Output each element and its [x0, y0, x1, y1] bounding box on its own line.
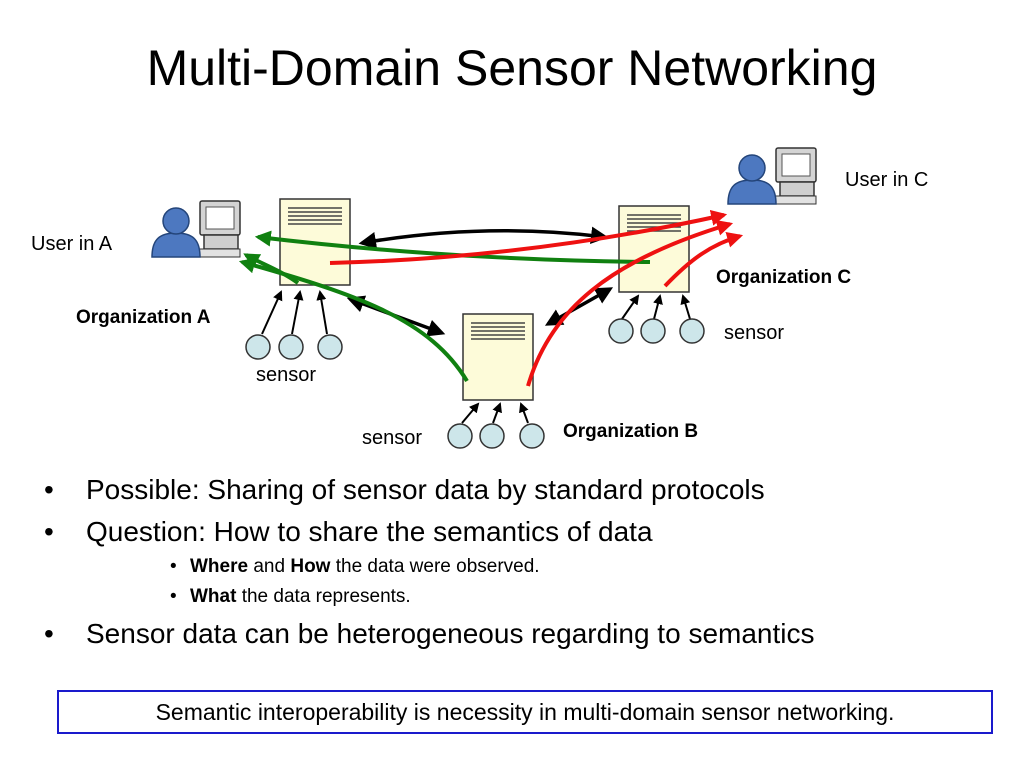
sub-bullet-text: and — [248, 556, 291, 577]
bullet-list: Possible: Sharing of sensor data by stan… — [40, 472, 1000, 658]
sensor-c-label: sensor — [724, 322, 785, 344]
bullet-text: Sensor data can be heterogeneous regardi… — [86, 618, 815, 649]
flow-a-to-user-c — [329, 209, 728, 265]
sensor-c3 — [679, 318, 705, 344]
server-organization-b — [462, 313, 534, 401]
emphasis-how: How — [290, 556, 331, 577]
server-organization-c — [618, 205, 690, 293]
organization-c-label: Organization C — [716, 267, 852, 288]
flow-b-to-user-c — [526, 220, 734, 387]
sensor-a3 — [317, 334, 343, 360]
sub-bullet-item: Where and How the data were observed. — [168, 554, 1000, 580]
link-a-c — [358, 226, 609, 250]
sensor-a1 — [245, 334, 271, 360]
emphasis-what: What — [190, 586, 237, 607]
sub-bullet-list: Where and How the data were observed. Wh… — [86, 554, 1000, 610]
sensor-a-label: sensor — [256, 364, 317, 386]
summary-box: Semantic interoperability is necessity i… — [57, 690, 993, 734]
emphasis-where: Where — [190, 556, 249, 577]
sensor-b2 — [479, 423, 505, 449]
user-c-icon — [727, 147, 817, 205]
organization-b-label: Organization B — [563, 421, 699, 442]
sub-bullet-text: the data were observed. — [330, 556, 540, 577]
sensor-group-b — [447, 402, 545, 449]
flow-a-to-user-a — [243, 253, 300, 285]
flow-c-to-user-c — [663, 232, 744, 288]
sensor-b1 — [447, 423, 473, 449]
link-b-c — [544, 287, 614, 326]
user-a-icon — [151, 200, 241, 258]
sub-bullet-text: the data represents. — [236, 586, 411, 607]
bullet-text: Possible: Sharing of sensor data by stan… — [86, 474, 765, 505]
sensor-group-a — [245, 290, 343, 360]
user-a-label: User in A — [31, 233, 113, 255]
sub-bullet-item: What the data represents. — [168, 584, 1000, 610]
bullet-item: Question: How to share the semantics of … — [40, 514, 1000, 610]
sensor-b-label: sensor — [362, 427, 423, 449]
organization-a-label: Organization A — [76, 307, 211, 328]
sensor-group-c — [608, 294, 705, 344]
user-c-label: User in C — [845, 169, 929, 191]
sensor-a2 — [278, 334, 304, 360]
sensor-c2 — [640, 318, 666, 344]
network-diagram — [151, 147, 817, 449]
bullet-item: Sensor data can be heterogeneous regardi… — [40, 616, 1000, 652]
slide-title: Multi-Domain Sensor Networking — [146, 40, 878, 96]
sensor-b3 — [519, 423, 545, 449]
sensor-c1 — [608, 318, 634, 344]
bullet-text: Question: How to share the semantics of … — [86, 516, 653, 547]
bullet-item: Possible: Sharing of sensor data by stan… — [40, 472, 1000, 508]
